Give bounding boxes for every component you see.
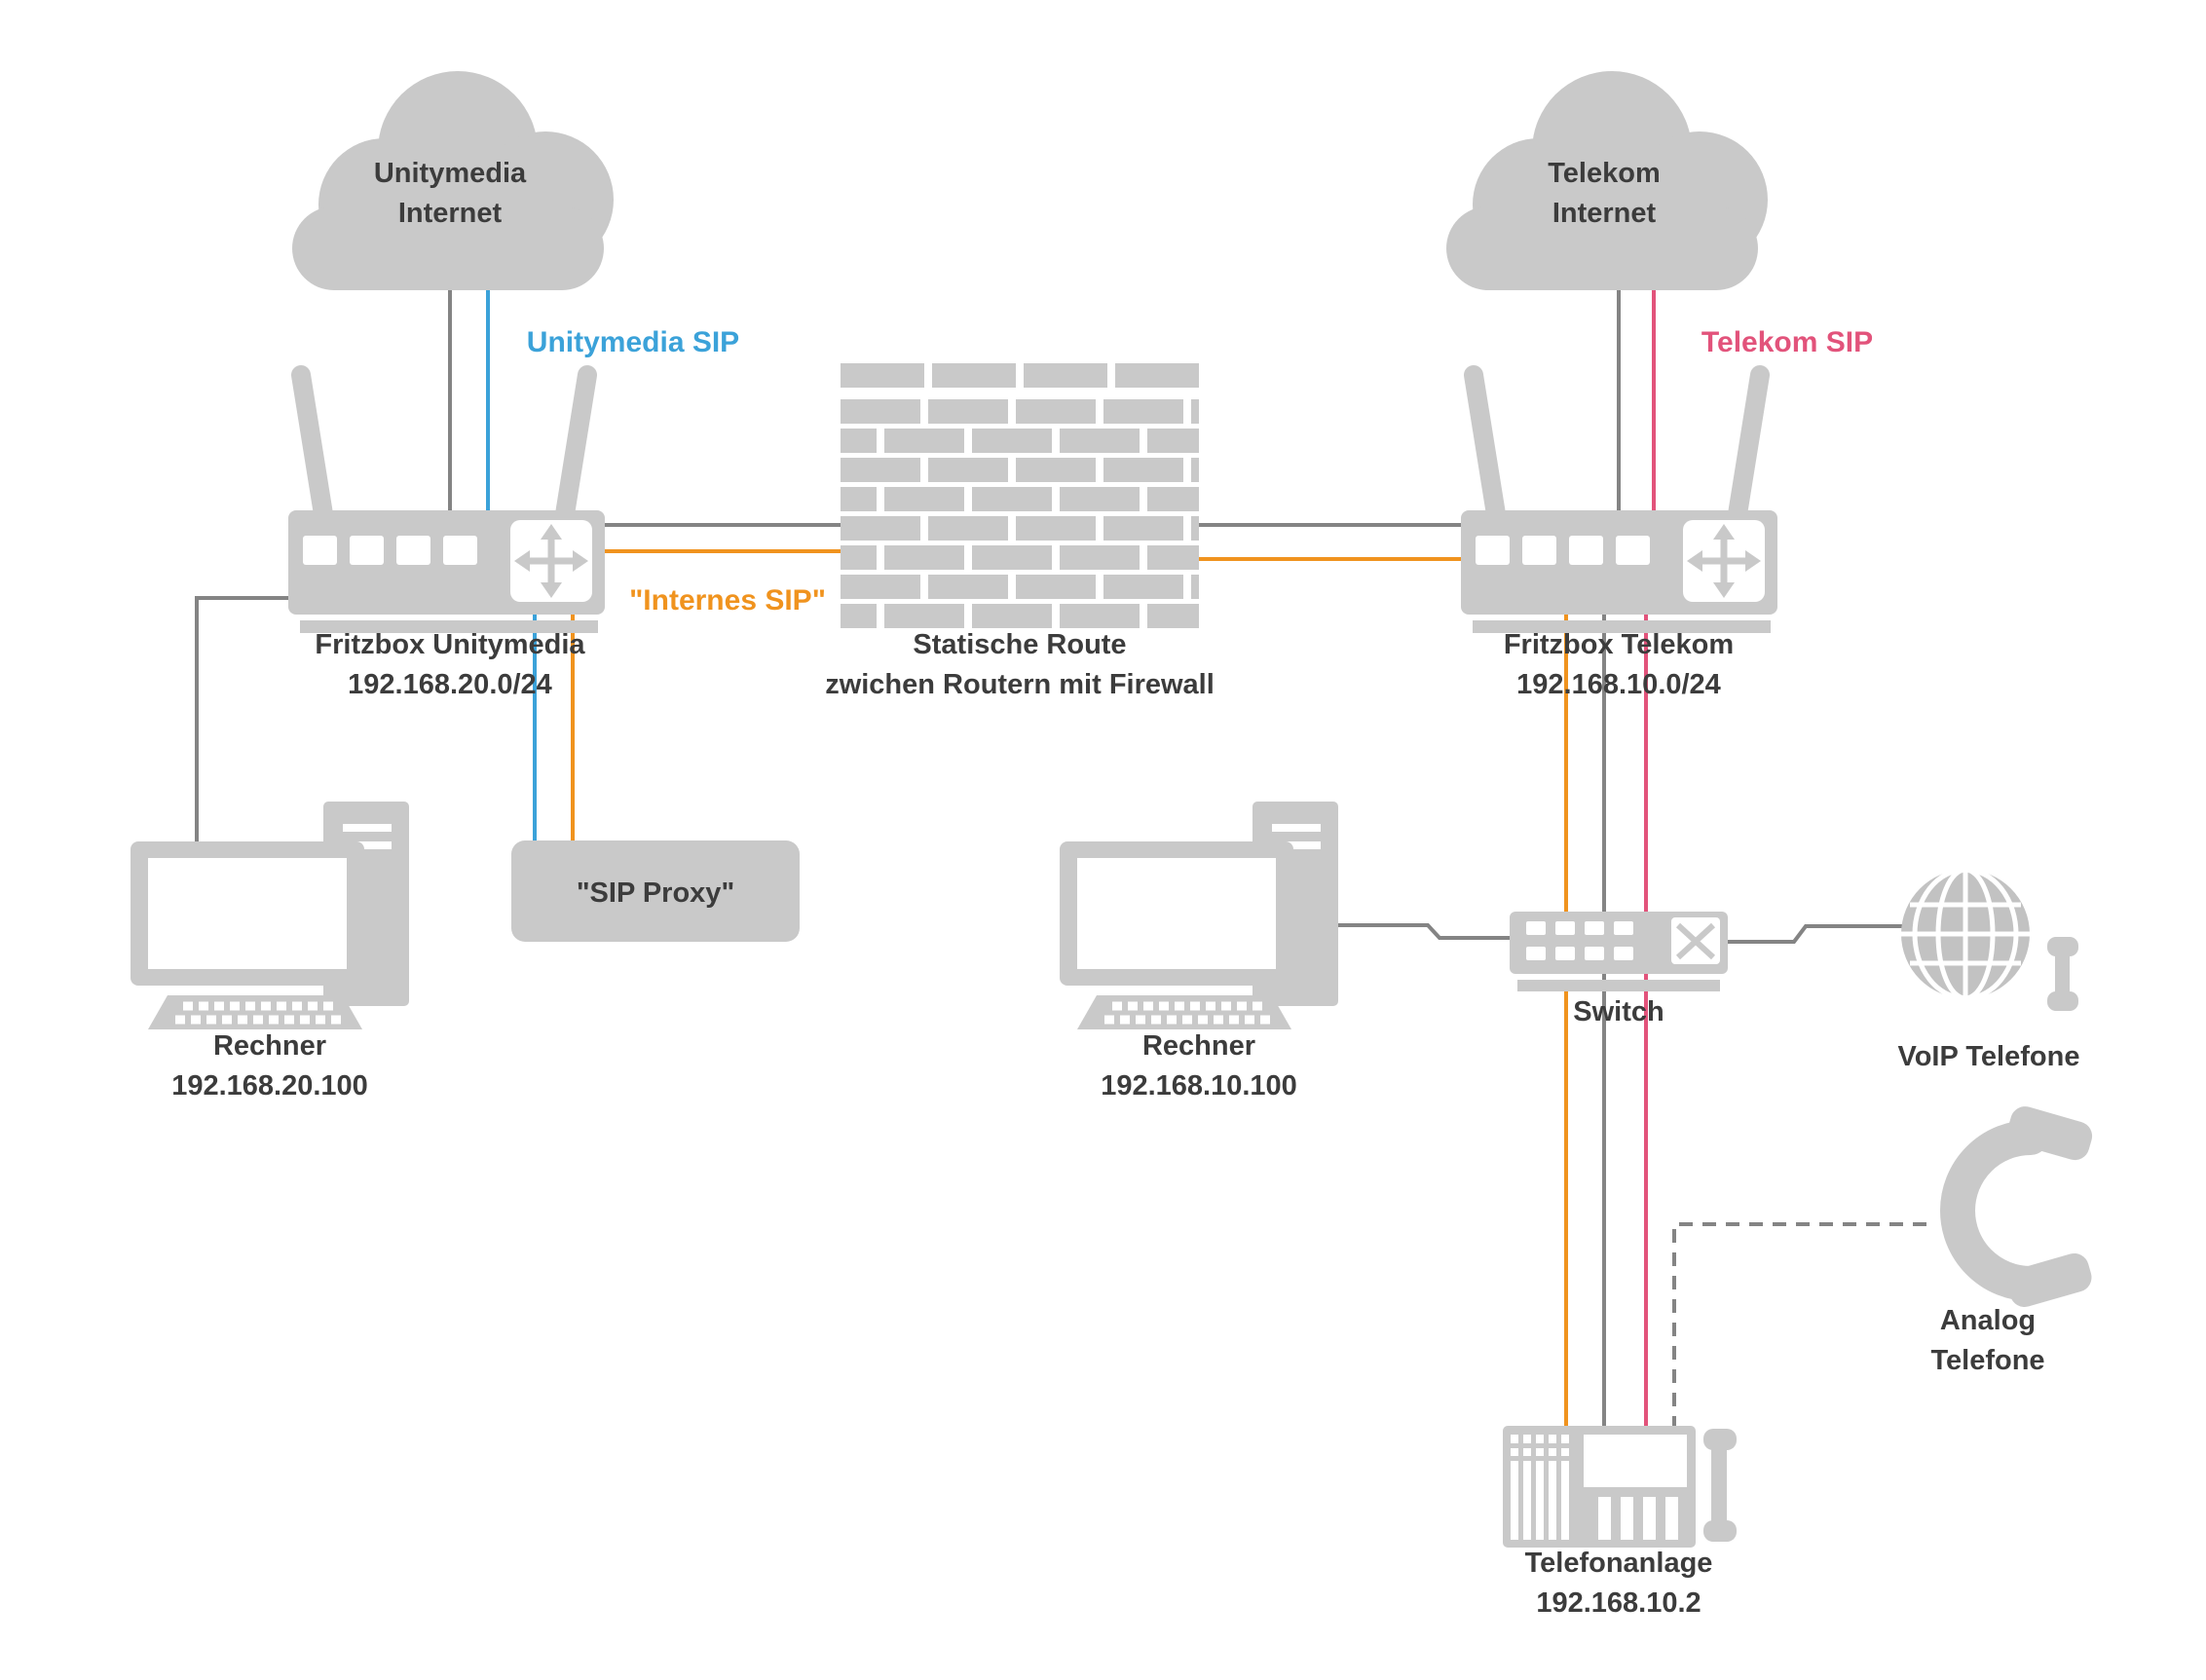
telefonanlage-icon [1503, 1426, 1737, 1548]
rechner-telekom-name: Rechner [1141, 1030, 1256, 1062]
switch-label: Switch [1573, 996, 1664, 1027]
rechner-unitymedia-ip: 192.168.20.100 [171, 1070, 368, 1101]
telekom-cloud-label: Telekom Internet [1458, 154, 1750, 234]
rechner-telekom-ip: 192.168.10.100 [1101, 1070, 1297, 1101]
telekom-cloud-label-line1: Telekom [1548, 158, 1661, 189]
unitymedia-cloud-label-line2: Internet [397, 198, 503, 229]
fritzbox-telekom-name: Fritzbox Telekom [1503, 629, 1735, 660]
unitymedia-cloud-label: Unitymedia Internet [304, 154, 596, 234]
firewall-label-line2: zwichen Routern mit Firewall [825, 669, 1215, 700]
edge-telefonanlage-to-analog [1672, 1222, 1933, 1430]
internes-sip-label: "Internes SIP" [629, 584, 826, 616]
analog-telefone-label-line1: Analog [1939, 1305, 2037, 1336]
unitymedia-sip-label: Unitymedia SIP [526, 326, 740, 358]
telefonanlage-name: Telefonanlage [1524, 1548, 1713, 1579]
voip-globe-icon [1901, 867, 2030, 1001]
fritzbox-telekom-subnet: 192.168.10.0/24 [1516, 669, 1721, 700]
edge-rechner-to-switch [1338, 923, 1512, 940]
fritzbox-unitymedia-subnet: 192.168.20.0/24 [348, 669, 552, 700]
firewall-label-line1: Statische Route [913, 629, 1127, 660]
rechner-telekom-label: Rechner 192.168.10.100 [1053, 1027, 1345, 1106]
fritzbox-telekom-label: Fritzbox Telekom 192.168.10.0/24 [1443, 625, 1794, 705]
analog-telefone-label: Analog Telefone [1842, 1301, 2134, 1381]
voip-handset-icon [2047, 937, 2078, 1011]
rechner-unitymedia-name: Rechner [212, 1030, 327, 1062]
telekom-cloud-label-line2: Internet [1552, 198, 1657, 229]
telefonanlage-ip: 192.168.10.2 [1536, 1587, 1701, 1619]
edge-switch-to-voip [1726, 924, 1909, 944]
telefonanlage-label: Telefonanlage 192.168.10.2 [1473, 1544, 1765, 1624]
fritzbox-unitymedia-name: Fritzbox Unitymedia [315, 629, 585, 660]
analog-telefone-label-line2: Telefone [1930, 1345, 2045, 1376]
analog-telefone-icon [1940, 1106, 2093, 1308]
unitymedia-cloud-label-line1: Unitymedia [373, 158, 527, 189]
rechner-unitymedia-label: Rechner 192.168.20.100 [124, 1027, 416, 1106]
sip-proxy-label: "SIP Proxy" [576, 877, 735, 909]
switch-icon [1510, 912, 1728, 991]
telekom-sip-label: Telekom SIP [1701, 326, 1874, 358]
voip-telefone-label: VoIP Telefone [1897, 1041, 2080, 1072]
rechner-telekom-icon [1060, 802, 1338, 1029]
fritzbox-unitymedia-label: Fritzbox Unitymedia 192.168.20.0/24 [275, 625, 625, 705]
edge-fritzbox-unitymedia-to-rechner [195, 596, 292, 849]
sip-proxy-box [511, 840, 800, 942]
firewall-icon [841, 363, 1199, 631]
rechner-unitymedia-icon [131, 802, 409, 1029]
edges [195, 280, 1933, 1430]
firewall-label: Statische Route zwichen Routern mit Fire… [796, 625, 1244, 705]
